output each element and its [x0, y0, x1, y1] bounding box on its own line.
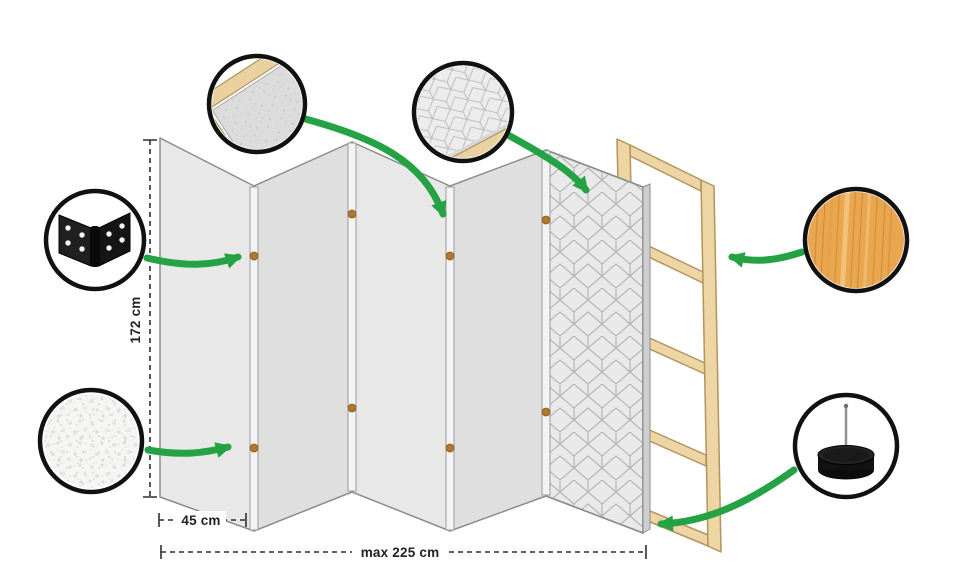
arrow-wood	[728, 248, 806, 268]
hinge-pin	[347, 403, 357, 413]
arrow-foot	[657, 466, 798, 532]
callout-ring	[792, 392, 900, 500]
panel-joint-2	[347, 142, 357, 492]
hinge-pin	[347, 209, 357, 219]
panel-joints	[249, 142, 551, 531]
screen-panel-1	[159, 137, 255, 532]
panel-width-dimension: 45 cm	[158, 511, 247, 528]
callouts	[37, 53, 910, 500]
patterned-panel-texture	[545, 148, 644, 535]
hinge-detail-icon	[58, 212, 131, 267]
hinge-pin	[541, 407, 551, 417]
hinge-pin	[445, 443, 455, 453]
fabric-texture-detail-icon	[44, 394, 138, 488]
stabilizing-foot-detail-icon	[817, 403, 875, 480]
screen-panel-2	[253, 141, 353, 532]
arrow-fabric	[144, 442, 232, 458]
panel-width-label: 45 cm	[181, 513, 220, 528]
panel-surface-pattern-detail-icon	[417, 66, 509, 158]
height-dimension: 172 cm	[128, 139, 157, 498]
callout-ring	[411, 60, 515, 164]
panel-joint-1	[249, 186, 259, 531]
dimension-annotations: 172 cm 45 cm max 225 cm	[128, 139, 647, 560]
callout-ring	[802, 186, 910, 294]
arrow-frame-corner	[298, 114, 447, 218]
callout-ring	[206, 53, 308, 155]
callout-stabilizing-foot-detail	[792, 392, 900, 500]
arrow-hinge	[143, 253, 242, 269]
hinge-pins	[249, 209, 551, 453]
callout-hinge-detail	[43, 188, 147, 292]
callout-fabric-texture-detail	[37, 387, 145, 495]
height-label: 172 cm	[128, 297, 143, 344]
max-width-label: max 225 cm	[361, 545, 440, 560]
arrow-panel-surface	[504, 131, 590, 194]
hinge-pin	[445, 251, 455, 261]
panel-joint-4	[541, 150, 551, 496]
label-backing	[176, 511, 226, 528]
callout-ring	[43, 188, 147, 292]
hinge-pin	[249, 443, 259, 453]
hinge-pin	[541, 215, 551, 225]
screen-panel-4	[449, 149, 547, 532]
max-width-dimension: max 225 cm	[160, 543, 647, 560]
patterned-panel-edge	[642, 183, 651, 534]
frame-right-rail	[700, 179, 722, 553]
callout-arrows	[143, 114, 806, 532]
frame-top-rung	[629, 144, 702, 192]
callout-ring	[37, 387, 145, 495]
folding-screen	[159, 137, 651, 535]
callout-panel-surface-pattern-detail	[411, 60, 515, 164]
label-backing	[352, 543, 449, 560]
hinge-pin	[249, 251, 259, 261]
panel-joint-3	[445, 186, 455, 531]
callout-pine-wood-detail	[802, 186, 910, 294]
